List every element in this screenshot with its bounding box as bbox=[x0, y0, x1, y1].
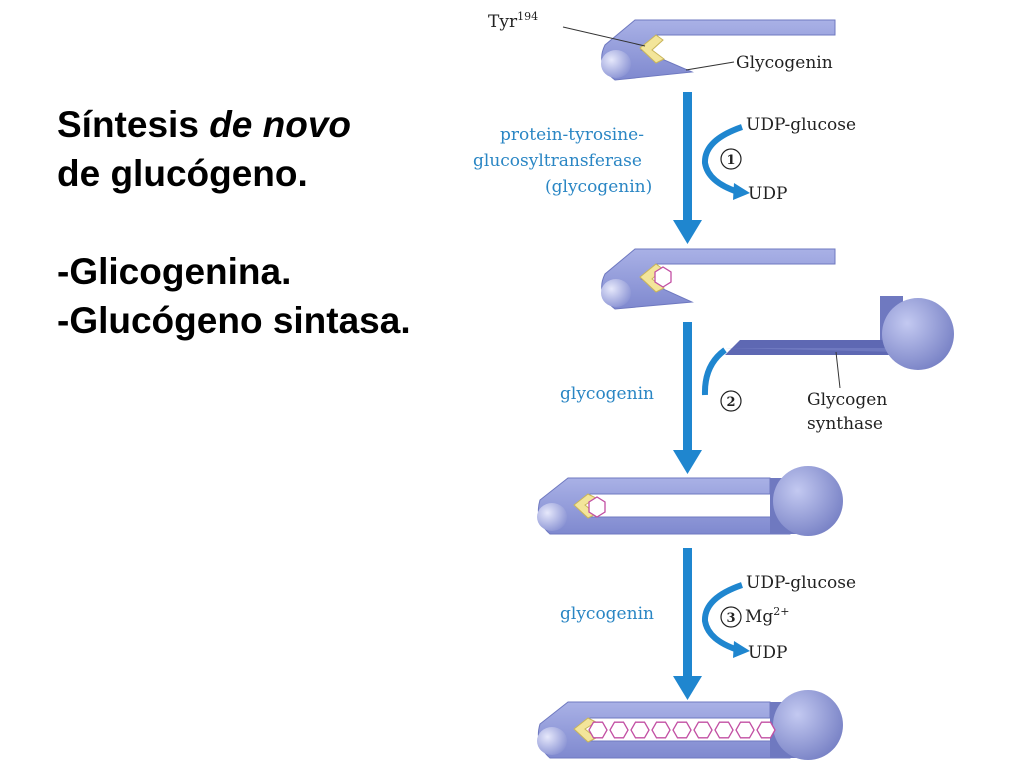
glucose-unit bbox=[588, 721, 608, 739]
step2-number: 2 bbox=[726, 395, 735, 410]
slide-title-line2: de glucógeno. bbox=[57, 153, 308, 194]
synthase-label-line2: synthase bbox=[807, 414, 883, 434]
step2-circle bbox=[720, 390, 742, 412]
glycogenin-protein-2 bbox=[601, 248, 836, 310]
enzyme-name-line3: (glycogenin) bbox=[545, 177, 652, 197]
step1-circle bbox=[720, 148, 742, 170]
synthase-leader-line bbox=[835, 351, 841, 389]
tyr194-leader-line bbox=[562, 26, 646, 47]
glucose-unit bbox=[756, 721, 776, 739]
slide-title-line1: Síntesis de novo bbox=[57, 100, 411, 149]
step1-product: UDP bbox=[748, 184, 787, 204]
slide-title-text: Síntesis bbox=[57, 104, 210, 145]
step1-arrow bbox=[673, 92, 750, 244]
step1-substrate: UDP-glucose bbox=[746, 115, 856, 135]
glucose-unit bbox=[735, 721, 755, 739]
slide-text-block: Síntesis de novo de glucógeno. -Glicogen… bbox=[57, 100, 411, 345]
glycogenin-head-1 bbox=[601, 50, 631, 78]
synthase-label-line1: Glycogen bbox=[807, 390, 887, 410]
step3-circle bbox=[720, 606, 742, 628]
step2-arrow bbox=[673, 322, 727, 474]
glucose-unit bbox=[714, 721, 734, 739]
glucose-unit bbox=[693, 721, 713, 739]
tyr-residue-1 bbox=[639, 34, 665, 64]
step3-arrow bbox=[673, 548, 750, 700]
step3-product: UDP bbox=[748, 643, 787, 663]
glucose-unit bbox=[672, 721, 692, 739]
enzyme-name-line2: glucosyltransferase bbox=[473, 151, 642, 171]
glycogenin-synthase-complex-1 bbox=[537, 466, 843, 536]
bullet-glycogen-synthase: -Glucógeno sintasa. bbox=[57, 300, 411, 341]
step1-number: 1 bbox=[726, 153, 735, 168]
enzyme-name-line1: protein-tyrosine- bbox=[500, 125, 644, 145]
glucose-unit bbox=[654, 266, 672, 288]
step2-catalyst: glycogenin bbox=[560, 384, 654, 404]
slide-title-italic: de novo bbox=[209, 104, 352, 145]
glucose-unit bbox=[651, 721, 671, 739]
glycogen-synthase-head bbox=[882, 298, 954, 370]
glycogenin-leader-line bbox=[685, 61, 735, 71]
glycogen-synthase-protein bbox=[725, 296, 954, 370]
tyr194-label: Tyr194 bbox=[488, 10, 538, 32]
glucose-chain bbox=[588, 721, 776, 739]
glucose-unit bbox=[609, 721, 629, 739]
step3-catalyst: glycogenin bbox=[560, 604, 654, 624]
glycogenin-label: Glycogenin bbox=[736, 53, 833, 73]
step3-cofactor: Mg2+ bbox=[745, 605, 790, 627]
step3-substrate: UDP-glucose bbox=[746, 573, 856, 593]
glucose-unit bbox=[630, 721, 650, 739]
glycogenin-synthase-complex-2 bbox=[537, 690, 843, 760]
glycogenin-protein-1 bbox=[601, 19, 836, 81]
bullet-glycogenin: -Glicogenina. bbox=[57, 251, 292, 292]
step3-number: 3 bbox=[726, 611, 735, 626]
